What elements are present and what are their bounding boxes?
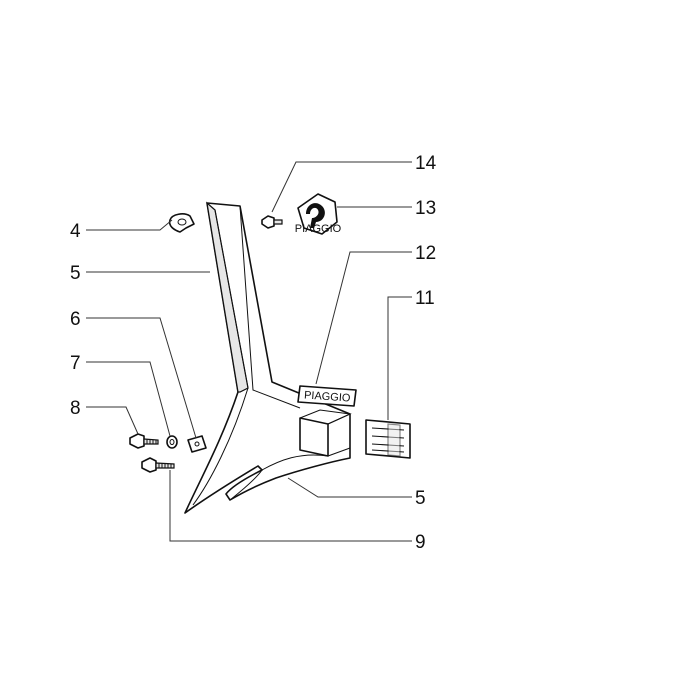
callout-4: 4 (70, 221, 81, 242)
callout-12: 12 (415, 243, 436, 264)
emblem-screw-part (261, 215, 283, 229)
callout-14: 14 (415, 153, 437, 174)
long-screw-part (141, 457, 175, 473)
emblem-text: PIAGGIO (295, 223, 342, 235)
clip-part (168, 213, 195, 233)
callout-5-top: 5 (70, 263, 81, 284)
callout-labels: 14 13 12 11 4 5 6 7 8 9 5 (70, 153, 437, 553)
piaggio-nameplate-part: PIAGGIO (297, 385, 357, 407)
leader-lines (86, 161, 412, 542)
callout-8: 8 (70, 398, 81, 419)
screw-part (129, 433, 159, 449)
grille-part (365, 419, 411, 459)
nameplate-text: PIAGGIO (304, 389, 352, 404)
callout-11: 11 (415, 288, 435, 309)
callout-6: 6 (70, 309, 81, 330)
callout-5-bottom: 5 (415, 488, 426, 509)
washer-part (166, 435, 178, 449)
callout-13: 13 (415, 198, 436, 219)
callout-9: 9 (415, 532, 426, 553)
callout-7: 7 (70, 353, 81, 374)
piaggio-hex-emblem: PIAGGIO (295, 193, 342, 235)
speed-nut-part (187, 435, 207, 453)
leg-shield-trim-part (184, 201, 352, 514)
